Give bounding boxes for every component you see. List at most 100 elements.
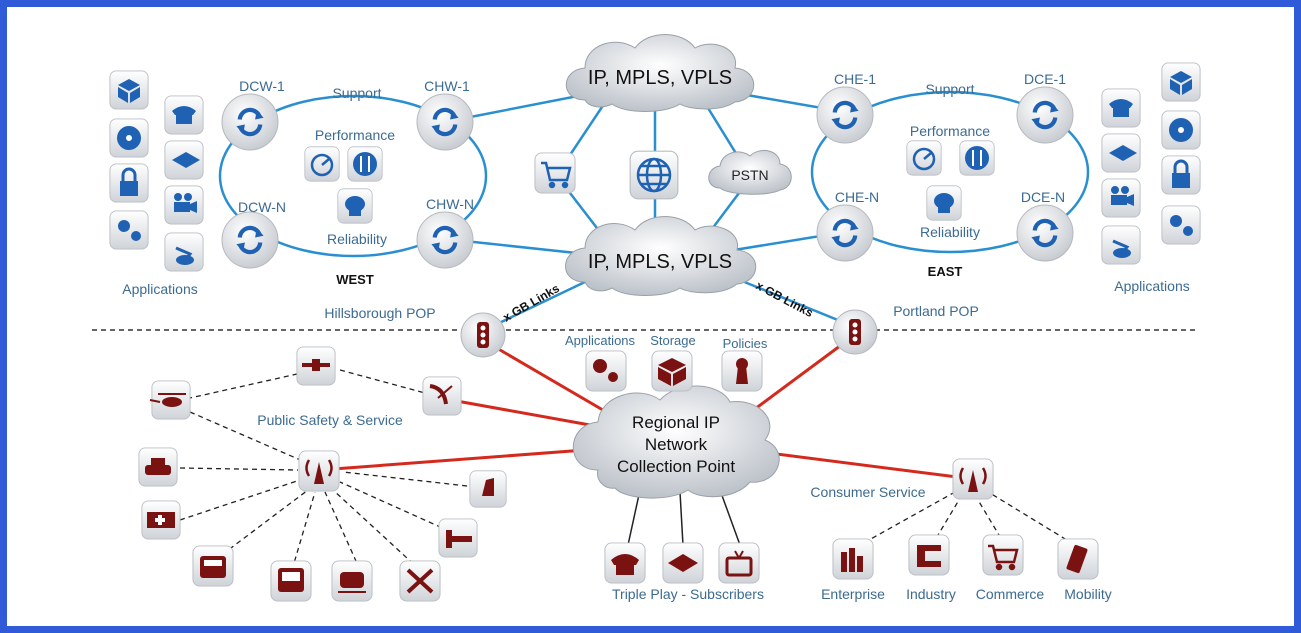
cube-icon xyxy=(1170,71,1192,95)
east-applications-label: Applications xyxy=(1114,278,1190,294)
fire-truck-icon xyxy=(200,556,226,578)
boxing-glove-icon xyxy=(345,196,365,216)
pipeline-icon xyxy=(446,530,472,548)
helicopter-icon xyxy=(149,393,186,407)
traffic-light-icon xyxy=(849,319,861,345)
node-chw-n xyxy=(416,211,474,269)
commerce-label: Commerce xyxy=(976,586,1045,602)
pump-icon xyxy=(482,478,494,496)
mobile-phone-icon xyxy=(1066,544,1088,574)
public-safety-label: Public Safety & Service xyxy=(257,412,403,428)
industry-icon xyxy=(917,545,941,567)
radiation-icon xyxy=(117,126,141,150)
label-dce-n: DCE-N xyxy=(1021,189,1065,205)
east-mixer-tile xyxy=(959,140,995,176)
regional-line-3: Collection Point xyxy=(617,457,735,476)
regional-storage-label: Storage xyxy=(650,333,696,348)
gauge-icon xyxy=(912,147,936,171)
triple-play-tiles xyxy=(604,542,760,584)
right-link-label: x GB Links xyxy=(754,278,816,320)
telephone-icon xyxy=(1109,99,1133,117)
tv-icon xyxy=(725,550,753,577)
cloud-top: IP, MPLS, VPLS xyxy=(565,34,755,112)
train-icon xyxy=(338,572,366,593)
cloud-middle-label: IP, MPLS, VPLS xyxy=(588,251,732,273)
east-reliability-label: Reliability xyxy=(920,224,980,240)
east-gauge-tile xyxy=(906,140,942,176)
traffic-light-icon xyxy=(477,322,489,348)
telephone-icon xyxy=(172,106,196,124)
graduation-cap-icon xyxy=(668,554,698,572)
radio-tower-icon xyxy=(305,459,333,484)
bus-icon xyxy=(278,568,304,592)
east-app-tiles xyxy=(1101,62,1201,265)
industry-label: Industry xyxy=(906,586,956,602)
west-performance-label: Performance xyxy=(315,127,395,143)
label-chw-1: CHW-1 xyxy=(424,78,470,94)
west-app-tiles xyxy=(109,70,204,272)
mixer-icon xyxy=(965,146,989,170)
gauge-icon xyxy=(310,153,334,177)
satellite-dish-icon xyxy=(429,384,453,405)
graduation-cap-icon xyxy=(1109,145,1137,161)
west-reliability-tile xyxy=(337,188,373,224)
ambulance-icon xyxy=(147,512,175,528)
mobility-label: Mobility xyxy=(1064,586,1111,602)
portland-pop-node xyxy=(832,309,878,355)
cart-icon xyxy=(541,161,572,189)
public-safety-tiles xyxy=(138,346,507,602)
regional-policies-label: Policies xyxy=(723,336,768,351)
enterprise-icon xyxy=(841,548,863,572)
regional-apps-tile xyxy=(585,350,627,392)
recycle-icon xyxy=(1112,239,1131,258)
label-chw-n: CHW-N xyxy=(426,196,474,212)
node-dcw-1 xyxy=(221,93,279,151)
west-gauge-tile xyxy=(304,146,340,182)
globe-icon xyxy=(636,157,672,193)
red-links xyxy=(319,338,966,480)
globe-tile xyxy=(629,150,679,200)
label-che-n: CHE-N xyxy=(835,189,879,205)
label-che-1: CHE-1 xyxy=(834,71,876,87)
cloud-pstn: PSTN xyxy=(708,149,792,195)
graduation-cap-icon xyxy=(172,152,200,168)
west-support-label: Support xyxy=(332,85,381,101)
video-camera-icon xyxy=(1111,186,1134,206)
node-dcw-n xyxy=(221,211,279,269)
video-camera-icon xyxy=(174,193,197,213)
west-region-label: WEST xyxy=(336,272,374,287)
triple-play-links xyxy=(627,489,741,546)
portland-pop-label: Portland POP xyxy=(893,303,979,319)
cart-icon xyxy=(988,544,1019,571)
police-car-icon xyxy=(145,458,171,475)
label-dcw-n: DCW-N xyxy=(238,199,286,215)
regional-storage-tile xyxy=(651,350,693,392)
satellite-icon xyxy=(302,359,330,371)
cube-icon xyxy=(118,79,140,103)
consumer-tiles xyxy=(832,458,1099,580)
east-region-label: EAST xyxy=(928,264,963,279)
boxing-glove-icon xyxy=(934,193,954,213)
cloud-middle: IP, MPLS, VPLS xyxy=(565,216,757,296)
keyhole-icon xyxy=(736,358,748,384)
east-performance-label: Performance xyxy=(910,123,990,139)
radiation-icon xyxy=(1169,118,1193,142)
consumer-service-label: Consumer Service xyxy=(810,484,925,500)
west-reliability-label: Reliability xyxy=(327,231,387,247)
triple-play-label: Triple Play - Subscribers xyxy=(612,586,764,602)
west-mixer-tile xyxy=(347,146,383,182)
left-link-label: x GB Links xyxy=(501,281,563,325)
cloud-top-label: IP, MPLS, VPLS xyxy=(588,67,732,89)
radio-tower-icon xyxy=(959,467,987,492)
regional-line-1: Regional IP xyxy=(632,413,720,432)
lock-icon xyxy=(1172,159,1190,188)
tools-icon xyxy=(406,568,434,594)
node-chw-1 xyxy=(416,93,474,151)
pstn-label: PSTN xyxy=(731,167,768,183)
hillsborough-pop-node xyxy=(460,312,506,358)
cart-tile xyxy=(534,152,576,194)
enterprise-label: Enterprise xyxy=(821,586,885,602)
gears-icon xyxy=(593,359,618,382)
label-dce-1: DCE-1 xyxy=(1024,71,1066,87)
